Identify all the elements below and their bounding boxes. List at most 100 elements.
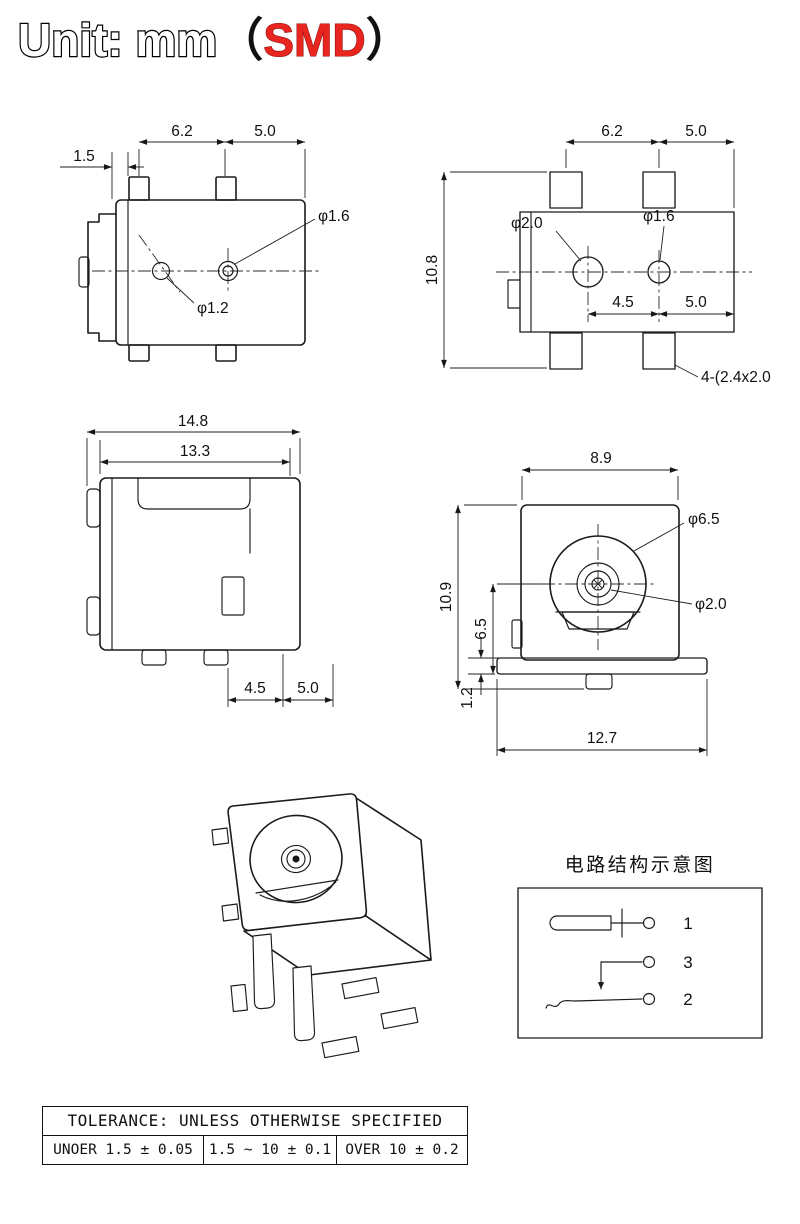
callout-phi-1-2: φ1.2 (166, 277, 229, 317)
top-view-body (86, 477, 301, 666)
barrel-circle (549, 535, 647, 633)
center-pin (591, 577, 605, 591)
inner-ring (576, 562, 620, 606)
iso-foot (321, 1036, 360, 1059)
dim-label-14-8: 14.8 (178, 413, 208, 430)
dimension-4-5: 4.5 (588, 294, 659, 317)
dimension-1-2: 1.2 (459, 637, 520, 709)
bottom-foot (203, 649, 229, 666)
dimension-5-0-top: 5.0 (659, 123, 735, 208)
smd-pad (642, 332, 676, 370)
contact-shelf (561, 611, 635, 630)
smd-pad (549, 332, 583, 370)
isometric-view (211, 793, 432, 1059)
dim-label-5-0-b: 5.0 (685, 294, 707, 311)
dim-label-5-0: 5.0 (685, 123, 707, 140)
dim-label-12-7: 12.7 (587, 730, 617, 747)
dim-label-phi-6-5: φ6.5 (688, 511, 720, 528)
iso-lug (211, 827, 230, 846)
callout-phi-2-0: φ2.0 (610, 589, 727, 613)
dim-label-13-3: 13.3 (180, 443, 210, 460)
bottom-tab (128, 344, 150, 362)
bottom-tab (215, 344, 237, 362)
dim-label-phi-1-2: φ1.2 (197, 300, 229, 317)
pin-1-label: 1 (683, 914, 692, 933)
top-pin (215, 176, 237, 201)
dim-label-phi-2-0: φ2.0 (511, 215, 543, 232)
smd-pad (642, 171, 676, 209)
dimension-4-5: 4.5 (227, 654, 284, 707)
iso-foot (341, 977, 380, 1000)
dim-label-phi-1-6: φ1.6 (318, 208, 350, 225)
tolerance-table: TOLERANCE: UNLESS OTHERWISE SPECIFIED UN… (42, 1106, 468, 1165)
dim-label-6-2: 6.2 (171, 123, 193, 140)
side-view-body (78, 176, 306, 362)
dim-label-6-5: 6.5 (473, 618, 490, 640)
circuit-diagram: 电路结构示意图 1 3 2 (517, 854, 763, 1039)
mounting-bracket (87, 213, 117, 342)
callout-phi-2-0: φ2.0 (511, 215, 582, 262)
tolerance-row: UNOER 1.5 ± 0.05 1.5 ~ 10 ± 0.1 OVER 10 … (43, 1136, 467, 1164)
dim-label-5-0: 5.0 (254, 123, 276, 140)
dimension-6-2: 6.2 (565, 123, 660, 168)
centerline-diagonal (138, 234, 181, 293)
dim-label-5-0: 5.0 (297, 680, 319, 697)
iso-pin-tip (292, 855, 300, 863)
tolerance-cell-mid: 1.5 ~ 10 ± 0.1 (204, 1136, 337, 1164)
socket-slot (137, 477, 251, 510)
iso-pin (230, 983, 248, 1013)
dimension-1-5: 1.5 (60, 148, 144, 199)
unit-label: Unit: mm (18, 14, 217, 66)
dimension-6-5: 6.5 (473, 583, 543, 674)
iso-pin-tip-ring (286, 849, 306, 869)
dim-label-4-5: 4.5 (244, 680, 266, 697)
hole-1-6-inner (222, 265, 234, 277)
paren-close: ） (366, 14, 412, 66)
callout-phi-1-6: φ1.6 (643, 208, 675, 261)
dimension-6-2: 6.2 (138, 123, 226, 176)
paren-open: （ (217, 14, 263, 66)
dim-label-10-8: 10.8 (424, 255, 441, 285)
peg-hole-2-0 (572, 256, 604, 288)
iso-shelf (259, 881, 337, 902)
dimension-10-9: 10.9 (438, 504, 584, 690)
dim-label-4-5: 4.5 (612, 294, 634, 311)
pin-3-label: 3 (683, 953, 692, 972)
dim-label-8-9: 8.9 (590, 450, 612, 467)
pin-2-label: 2 (683, 990, 692, 1009)
dimension-12-7: 12.7 (496, 679, 708, 756)
tolerance-header: TOLERANCE: UNLESS OTHERWISE SPECIFIED (43, 1107, 467, 1136)
dimension-5-0: 5.0 (283, 664, 334, 707)
dim-label-10-9: 10.9 (438, 582, 455, 612)
callout-phi-6-5: φ6.5 (633, 511, 720, 552)
hole-1-6-outer (217, 260, 239, 282)
smd-label: SMD (263, 14, 365, 66)
center-tab (585, 673, 613, 690)
terminal-1 (642, 916, 656, 930)
top-view: 14.8 13.3 4.5 5.0 (86, 413, 334, 707)
dim-label-1-2: 1.2 (459, 687, 476, 709)
hole-1-2 (151, 261, 171, 281)
side-view: φ1.6 φ1.2 1.5 6.2 5.0 (60, 123, 350, 362)
iso-foot (380, 1007, 419, 1030)
dimension-14-8: 14.8 (86, 413, 301, 486)
callout-phi-1-6: φ1.6 (234, 208, 350, 265)
dimension-5-0: 5.0 (225, 123, 306, 198)
peg-hole-1-6 (647, 260, 671, 284)
top-pin (128, 176, 150, 201)
page-title: Unit: mm（SMD） (18, 14, 412, 66)
circuit-title: 电路结构示意图 (565, 854, 716, 876)
dim-label-6-2: 6.2 (601, 123, 623, 140)
terminal-2 (642, 992, 656, 1006)
iso-lug (221, 903, 240, 922)
smd-pad (549, 171, 583, 209)
iso-pin-ring (280, 844, 312, 874)
circuit-pin-2: 2 (545, 990, 693, 1009)
side-lug (86, 488, 101, 528)
plug-barrel-symbol (549, 915, 612, 931)
side-lug (78, 256, 90, 288)
tolerance-cell-under: UNOER 1.5 ± 0.05 (43, 1136, 204, 1164)
dim-label-phi-2-0: φ2.0 (695, 596, 727, 613)
iso-barrel-opening (249, 814, 343, 904)
